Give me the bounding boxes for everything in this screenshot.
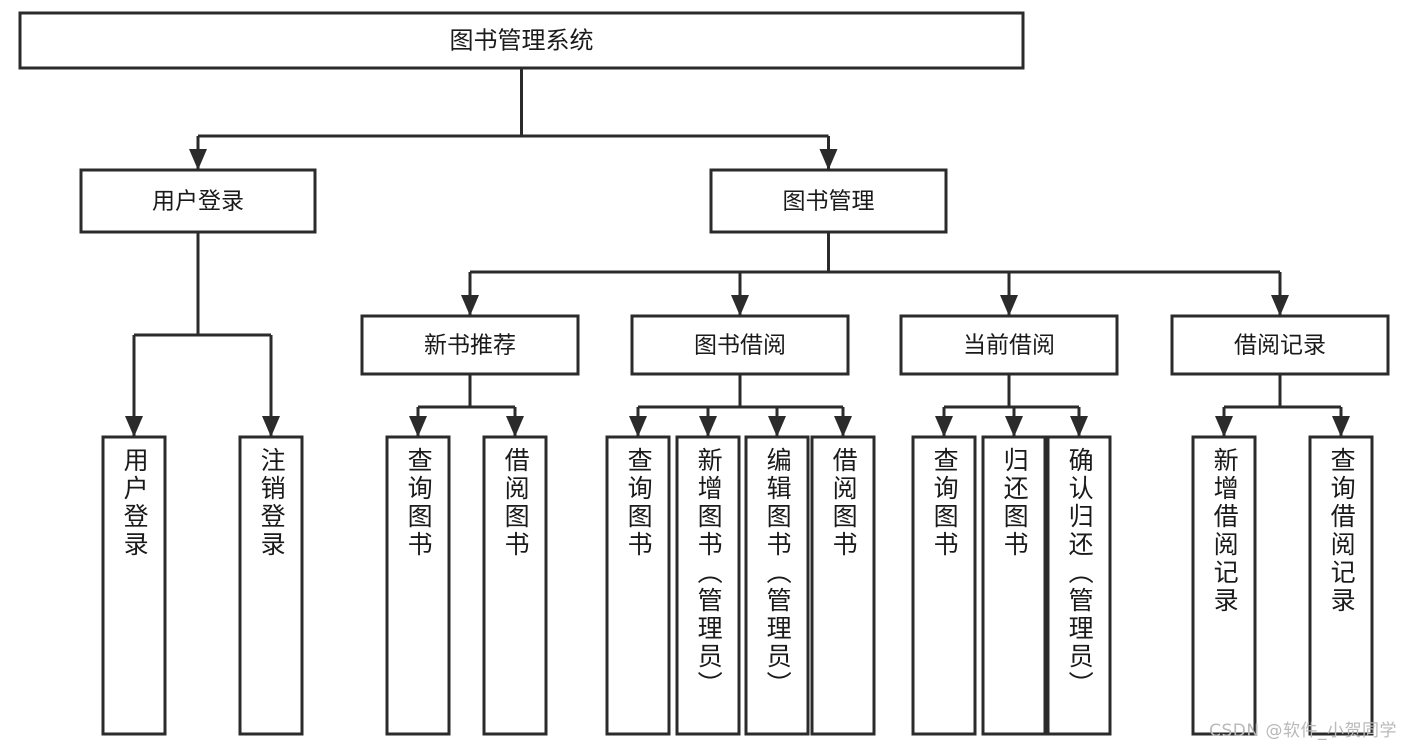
node-leaf-9[interactable]: [981, 435, 1047, 736]
node-level2-1[interactable]: [709, 168, 948, 234]
node-leaf-8[interactable]: [911, 435, 977, 736]
node-leaf-5[interactable]: [675, 435, 741, 736]
arrow-head-icon: [1215, 416, 1233, 437]
node-level2-1-label: 图书管理: [783, 189, 875, 215]
node-leaf-10[interactable]: [1046, 435, 1112, 736]
arrow-head-icon: [819, 149, 838, 170]
node-leaf-7[interactable]: [810, 435, 876, 736]
arrow-head-icon: [935, 416, 953, 437]
node-level2-0-label: 用户登录: [152, 189, 244, 215]
box-layer: [18, 11, 1390, 736]
node-level3-2[interactable]: [899, 314, 1119, 376]
arrow-head-icon: [1070, 416, 1088, 437]
arrow-head-icon: [768, 416, 786, 437]
node-leaf-3[interactable]: [482, 435, 548, 736]
node-level3-1[interactable]: [630, 314, 850, 376]
arrow-head-icon: [125, 416, 143, 437]
arrow-head-icon: [834, 416, 852, 437]
arrow-head-icon: [699, 416, 717, 437]
node-leaf-1[interactable]: [238, 435, 304, 736]
arrow-head-icon: [461, 295, 479, 316]
node-level3-0-label: 新书推荐: [424, 333, 516, 359]
arrow-head-icon: [1271, 295, 1289, 316]
node-leaf-4[interactable]: [605, 435, 671, 736]
arrow-head-icon: [506, 416, 524, 437]
arrow-head-icon: [262, 416, 280, 437]
node-root-label: 图书管理系统: [450, 27, 594, 55]
csdn-watermark: CSDN @软件_小贺同学: [1209, 721, 1397, 741]
arrow-head-icon: [409, 416, 427, 437]
arrow-head-icon: [189, 149, 207, 170]
node-root[interactable]: [18, 11, 1025, 70]
arrow-head-icon: [1332, 416, 1350, 437]
arrow-head-icon: [1005, 416, 1023, 437]
node-level3-1-label: 图书借阅: [694, 333, 786, 359]
connector-layer: [125, 68, 1350, 437]
node-leaf-2[interactable]: [385, 435, 451, 736]
node-leaf-0[interactable]: [101, 435, 167, 736]
node-level3-3[interactable]: [1170, 314, 1390, 376]
node-leaf-12[interactable]: [1308, 435, 1374, 736]
arrow-head-icon: [1000, 295, 1018, 316]
node-level2-0[interactable]: [79, 168, 317, 234]
node-leaf-6[interactable]: [744, 435, 810, 736]
arrow-head-icon: [731, 295, 749, 316]
node-leaf-11[interactable]: [1191, 435, 1257, 736]
node-level3-0[interactable]: [360, 314, 580, 376]
node-level3-3-label: 借阅记录: [1234, 333, 1326, 359]
node-level3-2-label: 当前借阅: [963, 333, 1055, 359]
arrow-head-icon: [629, 416, 647, 437]
